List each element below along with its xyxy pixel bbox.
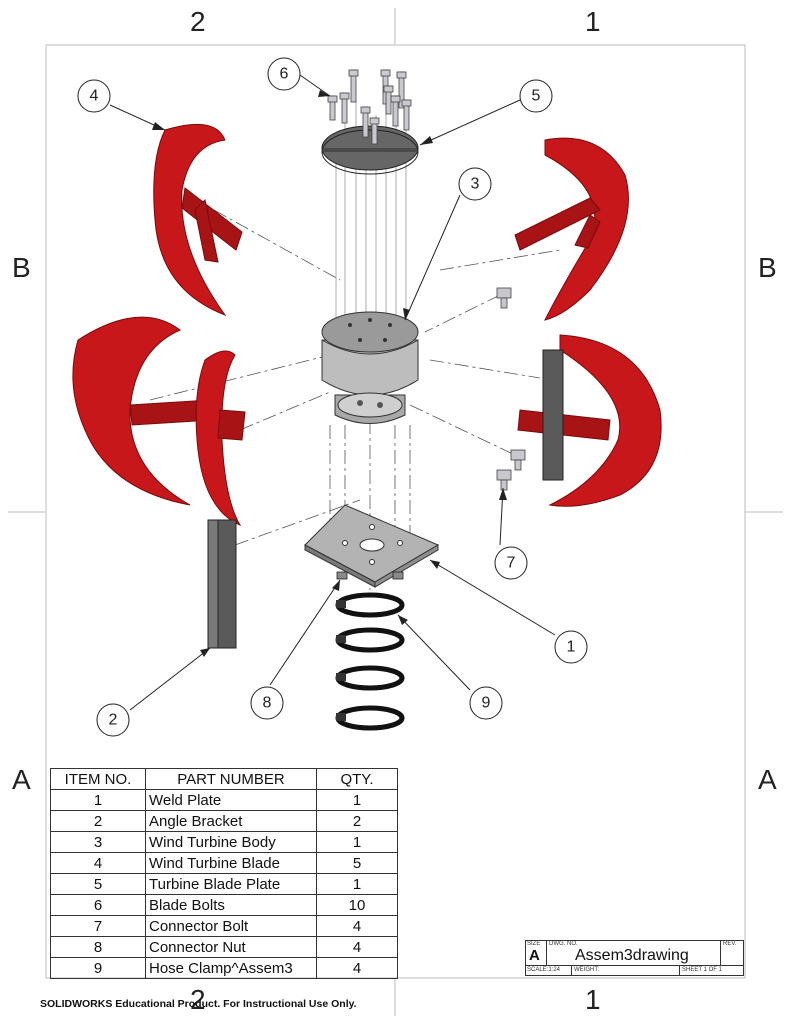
zone-marker-top-2: 2: [190, 6, 206, 37]
bom-cell-qty: 10: [316, 894, 398, 916]
bom-cell-qty: 5: [316, 852, 398, 874]
callout-leaders: [109, 74, 556, 711]
bom-cell-item-no: 2: [50, 810, 146, 832]
zone-marker-left-B: B: [12, 252, 31, 283]
bom-cell-part-number: Connector Bolt: [145, 915, 317, 937]
size-label: SIZE: [527, 941, 541, 947]
bom-cell-item-no: 9: [50, 957, 146, 979]
zone-marker-bottom-2: 2: [190, 984, 206, 1015]
scale-value: SCALE:1:24: [527, 967, 561, 973]
title-block: SIZE A DWG. NO. Assem3drawing REV. SCALE…: [525, 940, 744, 976]
zone-marker-right-A: A: [758, 764, 777, 795]
weld-plate: [304, 504, 440, 588]
callout-balloon-7: [494, 546, 528, 580]
connector-nuts: [336, 571, 404, 580]
bom-cell-qty: 1: [316, 873, 398, 895]
callout-7: 7: [507, 555, 516, 572]
dwg-no-label: DWG. NO.: [549, 941, 578, 947]
callout-6: 6: [280, 66, 289, 83]
callout-8: 8: [263, 695, 272, 712]
bom-cell-item-no: 3: [50, 831, 146, 853]
bom-header-row: ITEM NO. PART NUMBER QTY.: [50, 768, 398, 790]
callout-numbers: 1 2 3 4 5 6 7 8 9: [90, 66, 576, 729]
connector-bolts: [496, 287, 526, 491]
callout-balloon-5: [519, 79, 553, 113]
title-block-sheet-cell: [679, 965, 744, 976]
hose-clamps: [335, 592, 405, 731]
callout-1: 1: [567, 639, 576, 656]
bom-cell-part-number: Weld Plate: [145, 789, 317, 811]
bom-cell-part-number: Blade Bolts: [145, 894, 317, 916]
bom-cell-qty: 2: [316, 810, 398, 832]
zone-marker-bottom-1: 1: [585, 984, 601, 1015]
callout-balloon-4: [77, 79, 111, 113]
angle-bracket: [207, 349, 564, 649]
callout-balloon-3: [458, 167, 492, 201]
bom-cell-part-number: Turbine Blade Plate: [145, 873, 317, 895]
bom-cell-part-number: Wind Turbine Body: [145, 831, 317, 853]
bom-cell-qty: 1: [316, 789, 398, 811]
bom-cell-qty: 4: [316, 957, 398, 979]
callout-5: 5: [532, 88, 541, 105]
callout-9: 9: [482, 695, 491, 712]
bom-header-item-no: ITEM NO.: [50, 768, 146, 790]
hose-clamp-screws: [336, 600, 346, 721]
bom-header-part-number: PART NUMBER: [145, 768, 317, 790]
bom-header-qty: QTY.: [316, 768, 398, 790]
wind-turbine-blade: [72, 123, 662, 527]
bom-cell-qty: 4: [316, 915, 398, 937]
bom-cell-part-number: Wind Turbine Blade: [145, 852, 317, 874]
blade-bolts: [327, 69, 412, 145]
bom-cell-qty: 1: [316, 831, 398, 853]
callout-3: 3: [471, 176, 480, 193]
callout-2: 2: [109, 712, 118, 729]
bom-cell-item-no: 7: [50, 915, 146, 937]
zone-marker-top-1: 1: [585, 6, 601, 37]
bom-cell-item-no: 1: [50, 789, 146, 811]
callout-balloon-6: [267, 57, 301, 91]
bom-cell-qty: 4: [316, 936, 398, 958]
callout-balloon-1: [554, 630, 588, 664]
dwg-no-value: Assem3drawing: [575, 947, 689, 964]
size-value: A: [529, 947, 540, 964]
educational-watermark-note: SOLIDWORKS Educational Product. For Inst…: [40, 998, 357, 1010]
zone-marker-left-A: A: [12, 764, 31, 795]
callout-balloon-9: [469, 686, 503, 720]
wind-turbine-body: [321, 311, 419, 424]
callout-arrowheads: [152, 90, 507, 657]
bom-cell-item-no: 6: [50, 894, 146, 916]
rev-label: REV.: [723, 941, 737, 947]
bom-cell-part-number: Connector Nut: [145, 936, 317, 958]
turbine-blade-plate: [321, 125, 419, 175]
callout-balloons: [77, 57, 588, 737]
bom-cell-item-no: 5: [50, 873, 146, 895]
zone-marker-right-B: B: [758, 252, 777, 283]
bom-cell-part-number: Hose Clamp^Assem3: [145, 957, 317, 979]
callout-4: 4: [90, 88, 99, 105]
weight-label: WEIGHT:: [574, 967, 599, 973]
bom-cell-item-no: 8: [50, 936, 146, 958]
bom-cell-part-number: Angle Bracket: [145, 810, 317, 832]
callout-balloon-8: [250, 686, 284, 720]
sheet-value: SHEET 1 OF 1: [682, 967, 722, 973]
bom-cell-item-no: 4: [50, 852, 146, 874]
callout-balloon-2: [96, 703, 130, 737]
